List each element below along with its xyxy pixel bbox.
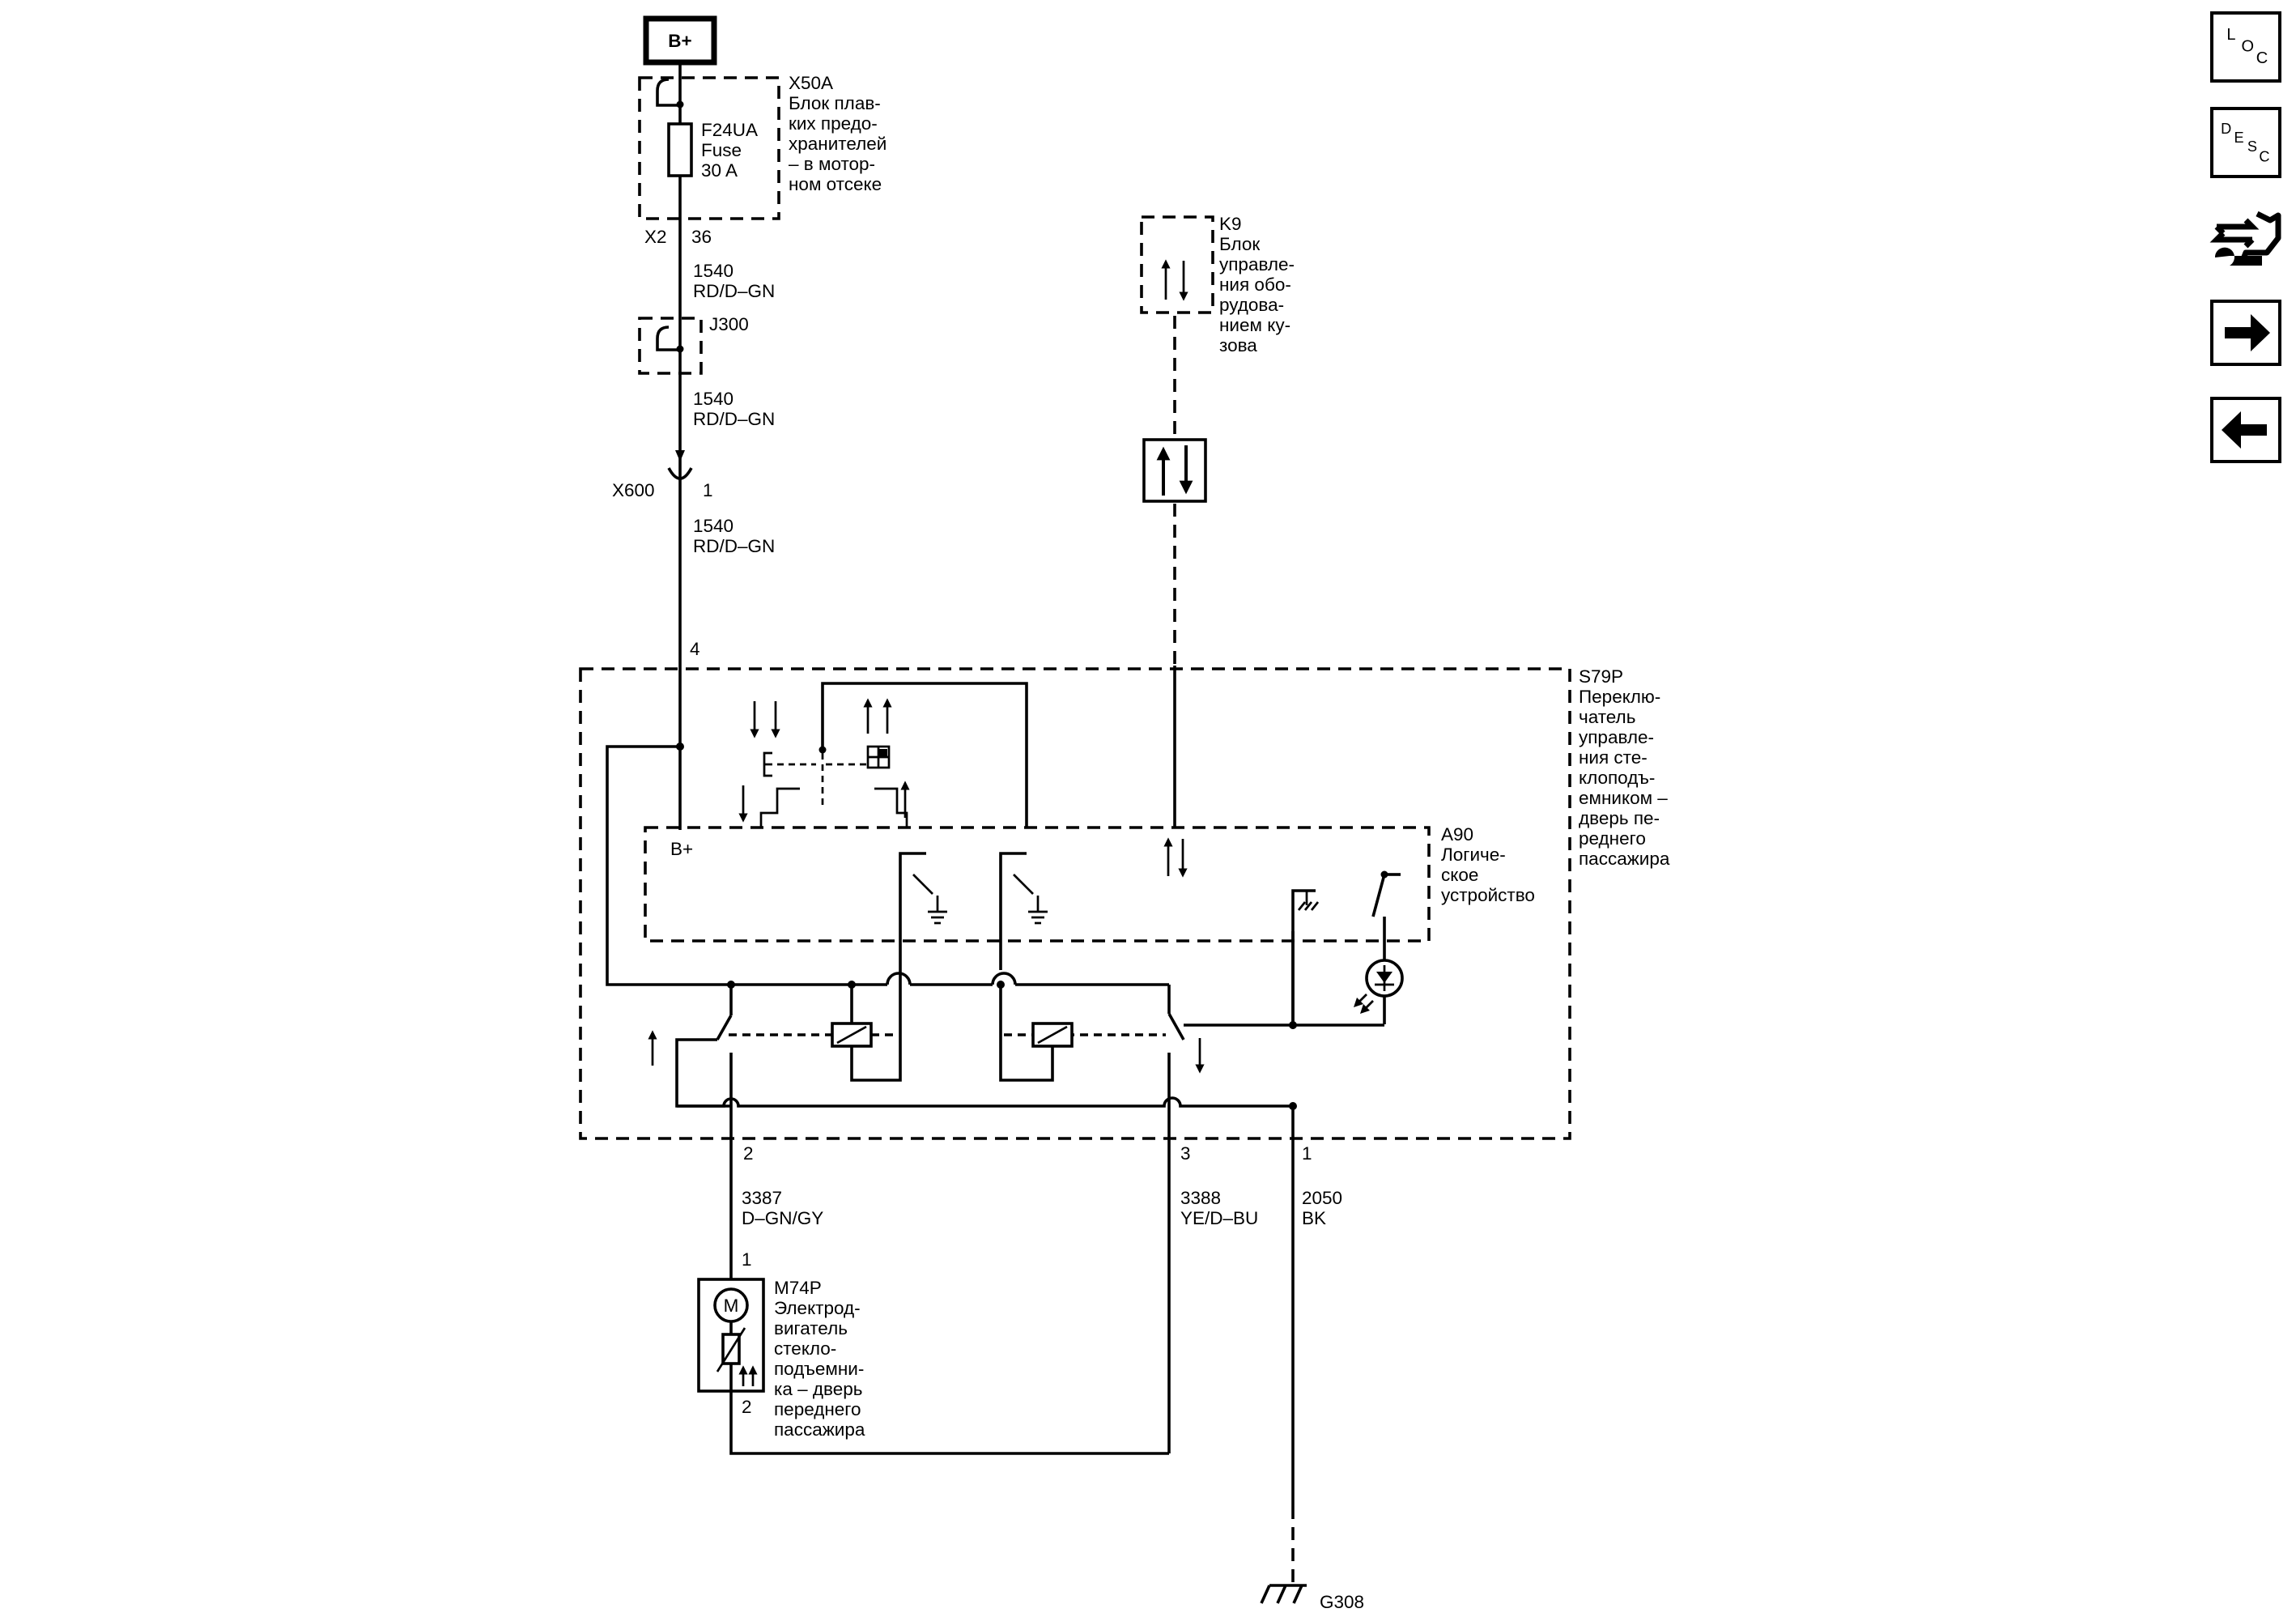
k9-desc-line: Блок (1219, 234, 1260, 254)
switch-s79p: S79P Переклю- чатель управле- ния сте- к… (579, 666, 1670, 1140)
m74p-desc-line: стекло- (774, 1338, 836, 1359)
arrow-left-icon (2222, 411, 2267, 449)
wire-label: RD/D–GN (693, 536, 775, 556)
m74p-desc-line: подъемни- (774, 1359, 864, 1379)
a90-bplus-label: B+ (670, 839, 693, 859)
x50a-desc-line: Блок плав- (789, 93, 881, 113)
motor-symbol: M (724, 1296, 739, 1316)
s79p-pin-1: 1 (1302, 1143, 1312, 1164)
desc-letter: E (2234, 130, 2243, 146)
a90-desc-line: устройство (1441, 885, 1535, 905)
module-k9: K9 Блок управле- ния обо- рудова- нием к… (1140, 214, 1295, 355)
wire-label: RD/D–GN (693, 409, 775, 429)
x50a-desc-line: – в мотор- (789, 154, 875, 174)
s79p-desc-line: чатель (1579, 707, 1635, 727)
s79p-pin-3: 3 (1180, 1143, 1191, 1164)
previous-button[interactable] (2210, 397, 2281, 463)
k9-id: K9 (1219, 214, 1242, 234)
loc-letter: O (2242, 37, 2255, 55)
x600-pin: 1 (703, 480, 713, 500)
s79p-pin-4: 4 (690, 639, 700, 659)
s79p-desc-line: клоподъ- (1579, 768, 1655, 788)
fuse-f24ua (667, 122, 693, 177)
a90-internal-switches (899, 852, 1404, 1024)
splice-j300: J300 (638, 314, 749, 375)
connector-wrench-icon (2209, 211, 2281, 266)
a90-desc-line: Логиче- (1441, 845, 1506, 865)
desc-letter: D (2221, 121, 2231, 137)
wire-label: 1540 (693, 261, 733, 281)
logic-device-a90: B+ A90 Логиче- ское устройство (644, 824, 1535, 943)
ground-g308: G308 (1260, 1584, 1364, 1612)
k9-desc-line: рудова- (1219, 295, 1284, 315)
desc-letter: S (2247, 138, 2257, 155)
battery-label: B+ (668, 31, 691, 51)
s79p-desc-line: управле- (1579, 727, 1654, 747)
k9-desc-line: управле- (1219, 254, 1295, 274)
x600-id: X600 (612, 480, 655, 500)
x50a-id: X50A (789, 73, 833, 93)
a90-id: A90 (1441, 824, 1473, 845)
s79p-id: S79P (1579, 666, 1623, 687)
m74p-desc-line: вигатель (774, 1318, 848, 1338)
motor-m74p: 1 M 2 M74P Электрод- вигатель стекло- по… (697, 1249, 865, 1440)
wire-label: RD/D–GN (693, 281, 775, 301)
loc-button[interactable]: L O C (2210, 11, 2281, 83)
desc-letter: C (2259, 149, 2269, 165)
loc-letter: L (2226, 26, 2235, 44)
j300-id: J300 (709, 314, 749, 334)
desc-button[interactable]: D E S C (2210, 107, 2281, 178)
connector-wrench-button[interactable] (2209, 202, 2285, 277)
wire-label: 2050 (1302, 1188, 1342, 1208)
k9-desc-line: нием ку- (1219, 315, 1290, 335)
s79p-desc-line: дверь пе- (1579, 808, 1660, 828)
m74p-desc-line: Электрод- (774, 1298, 861, 1318)
wire-label: 1540 (693, 516, 733, 536)
wire-label: BK (1302, 1208, 1326, 1228)
motor-return-wire (729, 1391, 1169, 1455)
serial-data-symbol (1142, 438, 1207, 503)
ground-id: G308 (1320, 1592, 1364, 1612)
m74p-id: M74P (774, 1278, 822, 1298)
k9-desc-line: ния обо- (1219, 274, 1291, 295)
fuse-label: Fuse (701, 140, 742, 160)
express-control-mechanism (738, 682, 1028, 828)
m74p-desc-line: переднего (774, 1399, 861, 1419)
m74p-desc-line: ка – дверь (774, 1379, 862, 1399)
x50a-desc-line: хранителей (789, 134, 887, 154)
s79p-desc-line: пассажира (1579, 849, 1670, 869)
m74p-pin-2: 2 (742, 1397, 752, 1417)
fuse-block-x50a: F24UA Fuse 30 A X50A Блок плав- ких пред… (638, 73, 887, 247)
k9-desc-line: зова (1219, 335, 1257, 355)
connector-x600: X600 1 (612, 450, 713, 500)
fuse-rating: 30 A (701, 160, 738, 181)
x50a-pin: 36 (691, 227, 712, 247)
s79p-pin-2: 2 (743, 1143, 754, 1164)
wire-label: 3387 (742, 1188, 782, 1208)
x50a-desc-line: ких предо- (789, 113, 878, 134)
wire-label: 3388 (1180, 1188, 1221, 1208)
s79p-desc-line: емником – (1579, 788, 1668, 808)
s79p-desc-line: Переклю- (1579, 687, 1660, 707)
battery-symbol: B+ (643, 15, 717, 66)
wire-label: YE/D–BU (1180, 1208, 1258, 1228)
x50a-connector: X2 (644, 227, 667, 247)
wire-label: D–GN/GY (742, 1208, 823, 1228)
wire-label: 1540 (693, 389, 733, 409)
relay-network (606, 743, 1384, 1110)
m74p-pin-1: 1 (742, 1249, 752, 1270)
loc-letter: C (2256, 49, 2268, 67)
s79p-desc-line: реднего (1579, 828, 1646, 849)
a90-desc-line: ское (1441, 865, 1478, 885)
s79p-desc-line: ния сте- (1579, 747, 1648, 768)
x50a-desc-line: ном отсеке (789, 174, 882, 194)
fuse-id: F24UA (701, 120, 758, 140)
m74p-desc-line: пассажира (774, 1419, 865, 1440)
next-button[interactable] (2210, 300, 2281, 366)
arrow-right-icon (2225, 314, 2270, 351)
